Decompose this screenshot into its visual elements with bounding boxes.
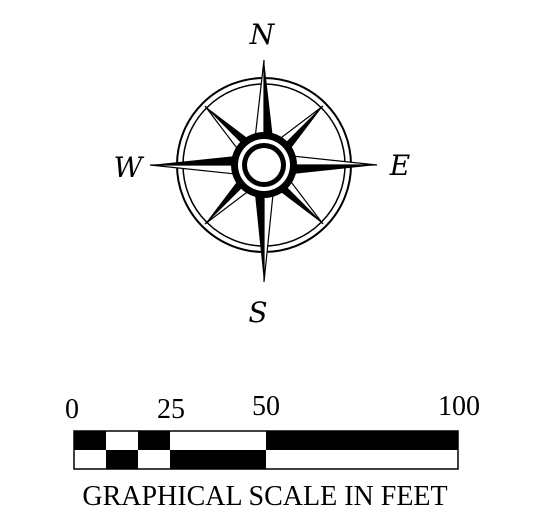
scale-label-25: 25 [157,394,185,425]
scale-title: GRAPHICAL SCALE IN FEET [82,481,447,512]
scale-block-bottom-5 [266,450,458,469]
scale-block-top-5 [266,431,458,450]
compass-label-east: E [389,149,410,182]
scale-block-bottom-4 [170,450,266,469]
scale-block-bottom-3 [138,450,170,469]
scale-label-0: 0 [65,394,79,425]
scale-bar: 0 25 50 100 GRAPHICAL SCALE IN FEET [65,391,480,512]
compass-label-west: W [114,151,145,184]
scale-block-top-4 [170,431,266,450]
scale-block-bottom-1 [74,450,106,469]
compass-hub-center [247,148,281,182]
scale-block-top-2 [106,431,138,450]
scale-label-50: 50 [252,391,280,422]
scale-block-top-3 [138,431,170,450]
compass-label-north: N [249,18,276,51]
scale-bar-blocks [73,430,459,470]
scale-label-100: 100 [438,391,480,422]
scale-block-bottom-2 [106,450,138,469]
scale-bar-outline [73,430,459,470]
compass-label-south: S [248,296,267,329]
compass-rose: N E S W [114,18,411,329]
scale-block-top-1 [74,431,106,450]
